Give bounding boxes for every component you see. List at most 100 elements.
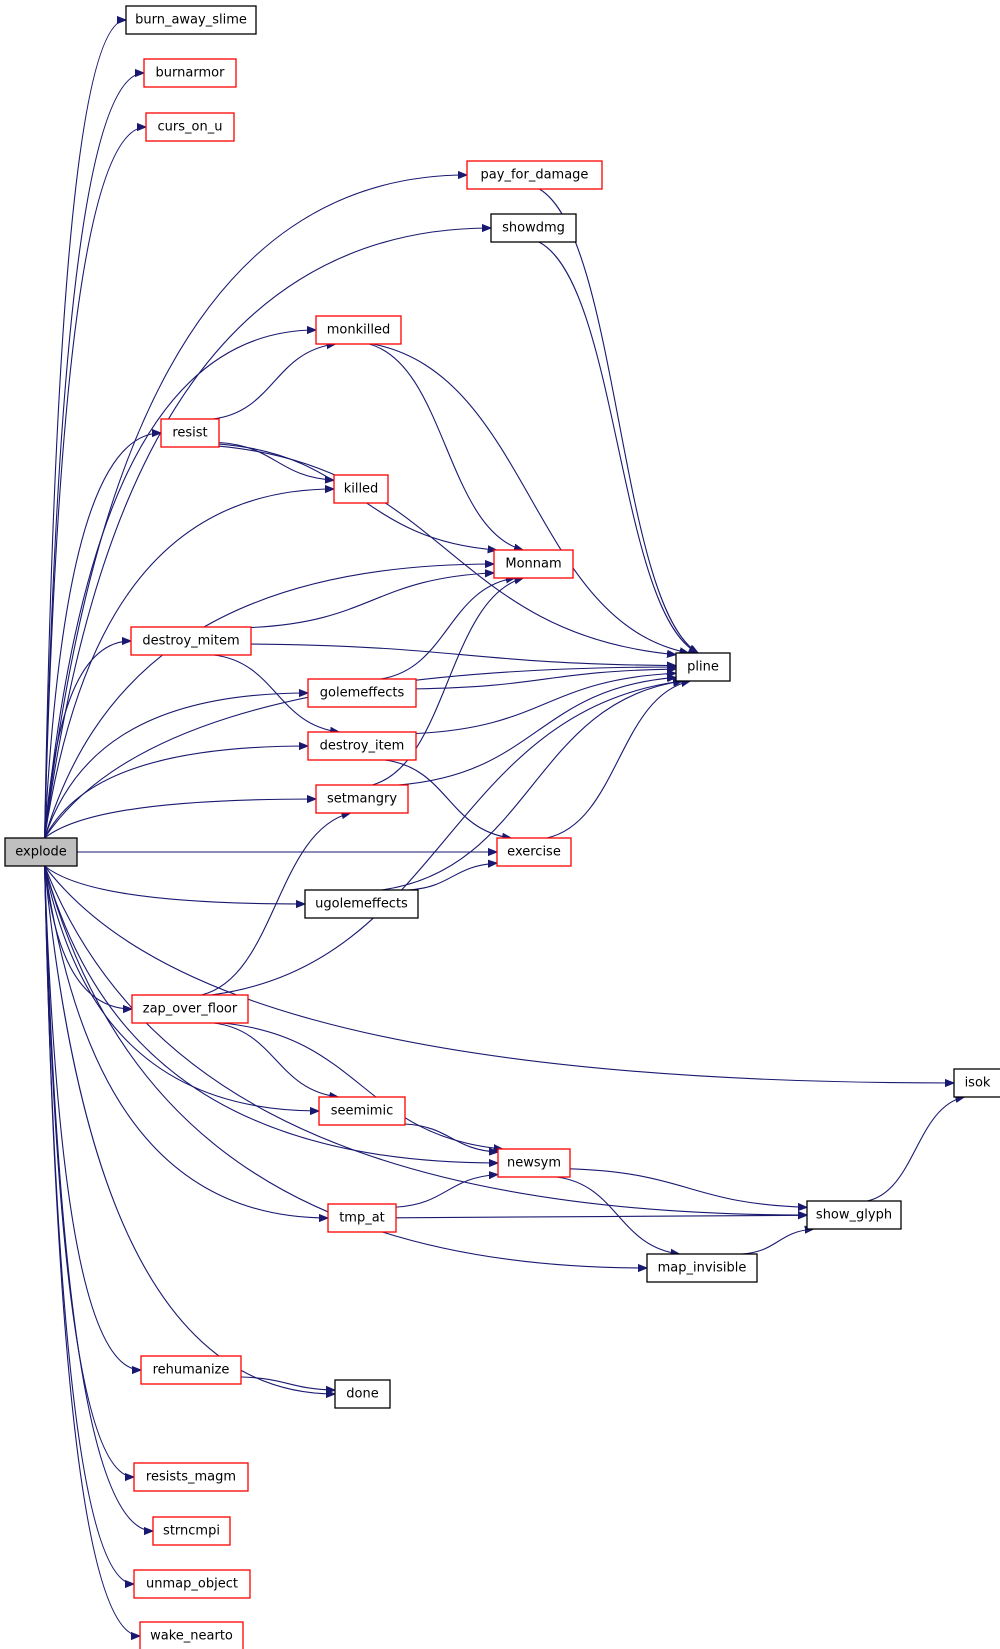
node-destroy_mitem[interactable]: destroy_mitem (130, 626, 252, 656)
edge-explode-to-curs_on_u (44, 127, 146, 839)
node-box (304, 889, 419, 919)
edge-golemeffects-to-pline (415, 669, 676, 690)
node-box (315, 784, 409, 814)
edge-resist-to-monkilled (212, 344, 336, 420)
node-Monnam[interactable]: Monnam (493, 549, 574, 579)
node-map_invisible[interactable]: map_invisible (646, 1253, 758, 1283)
node-explode[interactable]: explode (4, 837, 78, 867)
node-box (160, 418, 220, 448)
node-rehumanize[interactable]: rehumanize (140, 1355, 242, 1385)
node-box (152, 1516, 231, 1546)
edge-seemimic-to-newsym (404, 1123, 498, 1152)
node-label: explode (15, 845, 67, 860)
edge-resist-to-pline (218, 445, 676, 654)
edge-golemeffects-to-Monnam (380, 578, 515, 680)
edge-explode-to-ugolemeffects (44, 865, 305, 904)
edge-show_glyph-to-isok (866, 1097, 964, 1202)
node-showdmg[interactable]: showdmg (490, 213, 577, 243)
edge-explode-to-resists_magm (44, 865, 134, 1477)
edge-tmp_at-to-show_glyph (395, 1215, 807, 1218)
node-label: exercise (507, 845, 561, 860)
node-golemeffects[interactable]: golemeffects (307, 678, 417, 708)
edge-destroy_mitem-to-pline (250, 643, 676, 666)
node-label: pline (687, 660, 719, 675)
node-seemimic[interactable]: seemimic (318, 1096, 406, 1126)
node-label: ugolemeffects (315, 897, 408, 912)
node-setmangry[interactable]: setmangry (315, 784, 409, 814)
edge-explode-to-burn_away_slime (44, 20, 126, 839)
edge-newsym-to-show_glyph (569, 1168, 807, 1208)
node-label: killed (344, 482, 379, 497)
edge-zap_over_floor-to-newsym (221, 1022, 502, 1149)
node-killed[interactable]: killed (333, 474, 389, 504)
node-label: tmp_at (339, 1211, 385, 1226)
node-label: wake_nearto (150, 1629, 233, 1644)
node-label: Monnam (505, 557, 561, 572)
node-burnarmor[interactable]: burnarmor (143, 58, 237, 88)
node-monkilled[interactable]: monkilled (315, 315, 402, 345)
edge-newsym-to-map_invisible (556, 1176, 679, 1254)
edge-resist-to-killed (218, 441, 334, 480)
node-destroy_item[interactable]: destroy_item (307, 731, 417, 761)
node-burn_away_slime[interactable]: burn_away_slime (125, 5, 257, 35)
edge-tmp_at-to-newsym (395, 1175, 498, 1208)
node-box (327, 1203, 397, 1233)
node-label: rehumanize (153, 1363, 230, 1378)
node-label: burn_away_slime (135, 13, 247, 28)
edge-explode-to-destroy_item (44, 746, 308, 839)
edge-pay_for_damage-to-pline (539, 188, 698, 653)
edge-explode-to-burnarmor (44, 73, 144, 839)
edge-explode-to-rehumanize (44, 865, 141, 1370)
node-exercise[interactable]: exercise (496, 837, 572, 867)
node-box (953, 1068, 1000, 1098)
node-strncmpi[interactable]: strncmpi (152, 1516, 231, 1546)
edge-explode-to-tmp_at (44, 865, 328, 1218)
node-resists_magm[interactable]: resists_magm (133, 1462, 249, 1492)
node-ugolemeffects[interactable]: ugolemeffects (304, 889, 419, 919)
node-label: resists_magm (146, 1470, 236, 1485)
edge-ugolemeffects-to-pline (381, 681, 683, 891)
node-label: burnarmor (156, 66, 226, 81)
node-unmap_object[interactable]: unmap_object (133, 1569, 251, 1599)
edge-destroy_mitem-to-destroy_item (213, 654, 339, 732)
node-pay_for_damage[interactable]: pay_for_damage (466, 160, 603, 190)
node-box (493, 549, 574, 579)
edge-explode-to-done (44, 865, 335, 1394)
edge-exercise-to-pline (546, 681, 690, 839)
edge-explode-to-showdmg (44, 228, 491, 839)
edge-zap_over_floor-to-pline (210, 681, 682, 996)
node-box (307, 731, 417, 761)
node-resist[interactable]: resist (160, 418, 220, 448)
node-box (490, 213, 577, 243)
node-box (139, 1621, 244, 1649)
node-curs_on_u[interactable]: curs_on_u (145, 112, 235, 142)
edge-zap_over_floor-to-seemimic (213, 1022, 339, 1097)
node-box (497, 1148, 571, 1178)
node-done[interactable]: done (334, 1379, 391, 1409)
node-zap_over_floor[interactable]: zap_over_floor (131, 994, 249, 1024)
node-show_glyph[interactable]: show_glyph (806, 1200, 902, 1230)
edge-explode-to-Monnam (44, 564, 494, 839)
node-label: newsym (507, 1156, 561, 1171)
edge-showdmg-to-pline (538, 241, 698, 653)
edge-explode-to-wake_nearto (44, 865, 140, 1636)
node-tmp_at[interactable]: tmp_at (327, 1203, 397, 1233)
edge-monkilled-to-Monnam (368, 343, 523, 550)
node-box (466, 160, 603, 190)
node-box (307, 678, 417, 708)
node-isok[interactable]: isok (953, 1068, 1000, 1098)
node-label: destroy_item (320, 739, 405, 754)
node-label: seemimic (331, 1104, 393, 1119)
node-wake_nearto[interactable]: wake_nearto (139, 1621, 244, 1649)
node-box (315, 315, 402, 345)
node-label: setmangry (327, 792, 397, 807)
edge-zap_over_floor-to-setmangry (201, 813, 350, 996)
nodes: explode burn_away_slime burnarmor curs_on_u… (4, 5, 1000, 1649)
node-pline[interactable]: pline (675, 652, 731, 682)
node-label: golemeffects (320, 686, 405, 701)
edge-explode-to-zap_over_floor (44, 865, 132, 1009)
node-newsym[interactable]: newsym (497, 1148, 571, 1178)
edge-explode-to-isok (44, 865, 954, 1083)
edge-explode-to-strncmpi (44, 865, 153, 1531)
